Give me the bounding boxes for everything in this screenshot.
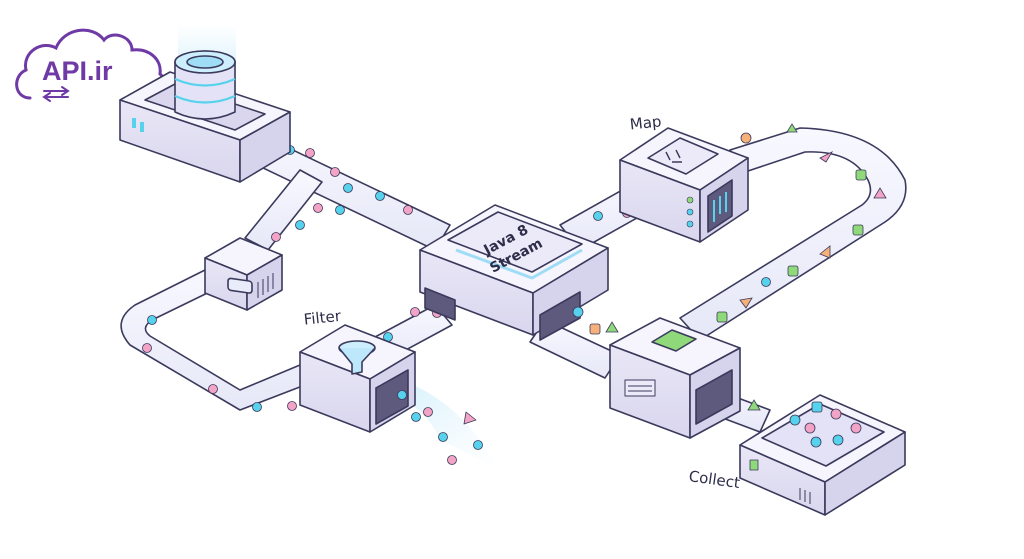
processor-chip-icon: [647, 137, 719, 175]
right-loop-tube: [679, 127, 907, 341]
logo-text: API.ir: [42, 56, 113, 86]
output-tray-icon: [739, 394, 906, 516]
funnel-icon: [338, 340, 376, 375]
logo: API.ir: [15, 28, 167, 102]
branch-tube: [244, 169, 323, 251]
stream-chip-icon: [447, 211, 583, 280]
database-icon: [174, 50, 236, 120]
java-stream-box: [419, 204, 609, 341]
sync-arrows-icon: [42, 86, 70, 102]
junction-box: [204, 237, 283, 311]
map-label: Map: [629, 112, 662, 133]
source-box: [119, 24, 291, 183]
map-box: [619, 127, 749, 243]
collect-label: Collect: [688, 467, 741, 492]
collect-box: [609, 317, 741, 439]
filter-box: [299, 324, 500, 470]
cloud-icon: [15, 28, 167, 100]
filter-label: Filter: [303, 307, 343, 329]
